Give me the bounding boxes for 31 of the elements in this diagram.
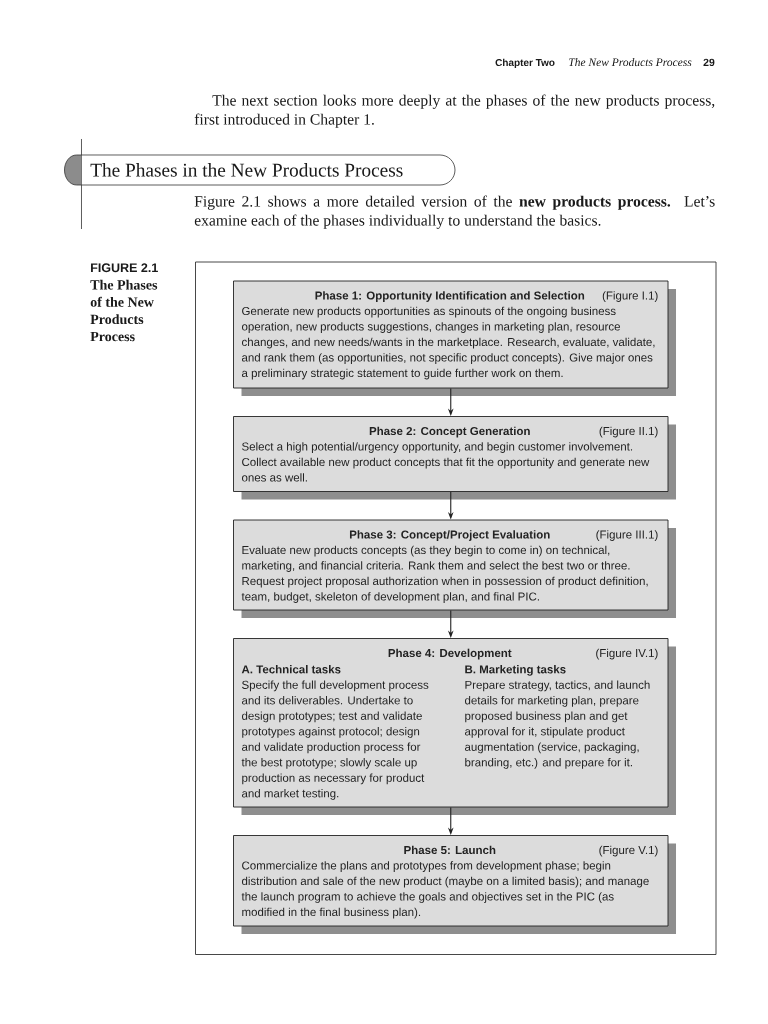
process-box: [233, 835, 676, 934]
phase-heading: Phase 2: Concept Generation: [369, 426, 530, 438]
phase-description: Select a high potential/urgency opportunity, and begin customer involvement. Collect available new product concepts that fit the opportunity and generate new ones as well.: [242, 442, 650, 482]
figure-reference: (Figure I.1): [602, 291, 658, 302]
phase-heading: Phase 1: Opportunity Identification and Selection: [315, 291, 585, 302]
figure-number: FIGURE 2.1: [91, 263, 158, 273]
body-paragraph: The next section looks more deeply at the phases of the new products process, first introduced in Chapter 1.: [194, 94, 715, 128]
figure-reference: (Figure II.1): [599, 426, 658, 438]
body-paragraph: Figure 2.1 shows a more detailed version of the new products process. Let’s examine each of the phases individually to understand the basics.: [194, 195, 715, 229]
process-box: [233, 638, 676, 815]
task-description: Specify the full development process and its deliverables. Undertake to design prototypes; test and validate prototypes against protocol; design and validate production process for the best prototype; slowly scale up production as necessary for product and market testing.: [241, 680, 429, 800]
phase-description: Evaluate new products concepts (as they begin to come in) on technical, marketing, and financial criteria. Rank them and select the best two or three. Request project proposal authorization when in possession of product definition, team, budget, skeleton of development plan, and final PIC.: [241, 545, 648, 603]
process-box: [233, 416, 676, 500]
phase-description: Commercialize the plans and prototypes from development phase; begin distribution and sale of the new product (maybe on a limited basis); and manage the launch program to achieve the goals and objectives set in the PIC (as modified in the final business plan).: [241, 861, 649, 919]
task-heading: A. Technical tasks: [241, 665, 341, 674]
running-header: Chapter Two: [495, 58, 555, 69]
figure-reference: (Figure III.1): [596, 530, 658, 541]
phase-heading: Phase 3: Concept/Project Evaluation: [350, 530, 550, 541]
phase-description: Generate new products opportunities as spinouts of the ongoing business operation, new products suggestions, changes in marketing plan, resource changes, and new needs/wants in the marketplace. Research, evaluate, validate, and rank them (as opportunities, not specific product concepts). Give major ones a preliminary strategic statement to guide further work on them.: [242, 306, 655, 380]
task-description: Prepare strategy, tactics, and launch details for marketing plan, prepare proposed business plan and get approval for it, stipulate product augmentation (service, packaging, branding, etc.) and prepare for it.: [465, 680, 650, 769]
figure-caption: The Phases of the New Products Process: [90, 279, 158, 342]
figure-reference: (Figure IV.1): [596, 648, 658, 660]
process-box: [233, 280, 676, 396]
section-heading: The Phases in the New Products Process: [64, 154, 456, 186]
figure-reference: (Figure V.1): [599, 845, 658, 857]
phase-heading: Phase 5: Launch: [404, 845, 496, 855]
page-number: 29: [703, 58, 715, 67]
phase-heading: Phase 4: Development: [388, 648, 512, 660]
running-header: The New Products Process: [569, 58, 692, 67]
process-box: [233, 519, 676, 618]
task-heading: B. Marketing tasks: [465, 665, 566, 676]
